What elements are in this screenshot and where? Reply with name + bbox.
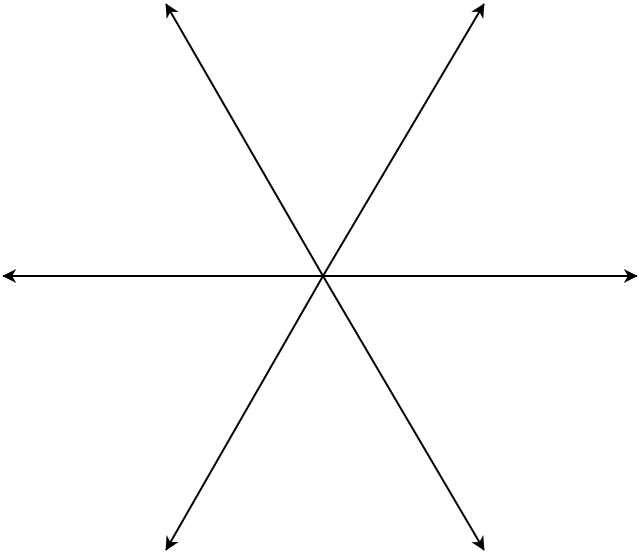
- arrows-group: [2, 3, 638, 551]
- arrow-lower-right: [322, 275, 485, 551]
- arrow-upper-left: [165, 3, 324, 277]
- arrow-upper-right: [322, 3, 485, 277]
- arrow-lower-left: [165, 275, 324, 551]
